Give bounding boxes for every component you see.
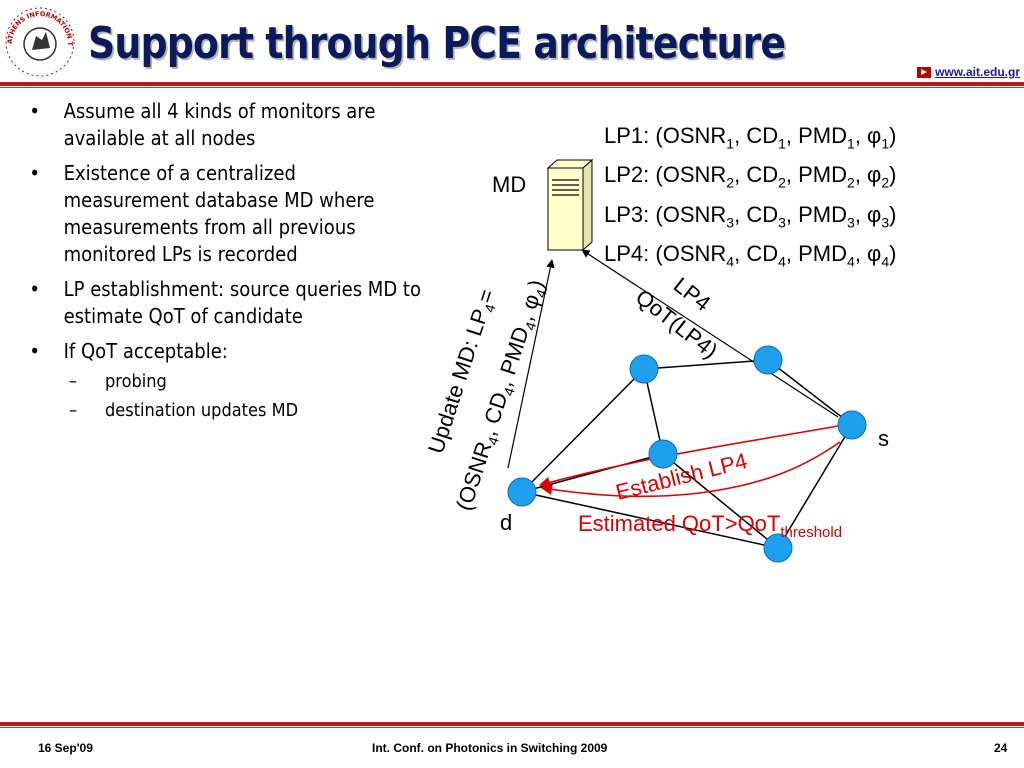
node <box>648 439 678 469</box>
establish-path <box>538 424 845 488</box>
lp-row: LP1: (OSNR1, CD1, PMD1, φ1) <box>604 123 897 152</box>
lightpath-measurements: LP1: (OSNR1, CD1, PMD1, φ1) LP2: (OSNR2,… <box>604 120 896 278</box>
lp-row: LP3: (OSNR3, CD3, PMD3, φ3) <box>604 201 897 231</box>
bullet-text: Assume all 4 kinds of monitors are avail… <box>63 99 376 150</box>
sub-bullet-text: destination updates MD <box>105 400 299 421</box>
sub-bullet-list: probing destination updates MD <box>64 367 425 425</box>
footer-date: 16 Sep'09 <box>38 741 93 755</box>
network-links <box>521 359 853 549</box>
footer-rule-thin <box>0 727 1024 728</box>
md-label: MD <box>492 172 526 197</box>
header-rule-thin <box>0 87 1024 88</box>
qot-estimate-label: Estimated QoT>QoTthreshold <box>578 511 842 541</box>
node <box>629 354 659 384</box>
bullet-item: Assume all 4 kinds of monitors are avail… <box>24 98 425 152</box>
bullet-text: If QoT acceptable: <box>63 339 228 363</box>
bullet-item: If QoT acceptable: probing destination u… <box>24 338 425 425</box>
bullet-list: Assume all 4 kinds of monitors are avail… <box>24 98 425 433</box>
bullet-text: LP establishment: source queries MD to e… <box>63 277 421 328</box>
bullet-item: Existence of a centralized measurement d… <box>24 160 425 268</box>
destination-label: d <box>500 510 512 535</box>
sub-bullet-text: probing <box>105 371 167 392</box>
establish-path-curve <box>540 441 841 498</box>
sub-bullet-item: probing <box>64 367 425 396</box>
query-arrow <box>581 249 839 418</box>
update-arrow <box>507 259 555 469</box>
footer-conference: Int. Conf. on Photonics in Switching 200… <box>372 741 608 755</box>
network-nodes <box>507 345 867 563</box>
source-label: s <box>878 426 889 451</box>
footer-rule <box>0 722 1024 726</box>
establish-label: Establish LP4 <box>613 448 750 505</box>
sub-bullet-item: destination updates MD <box>64 396 425 425</box>
header-rule <box>0 82 1024 86</box>
site-url[interactable]: www.ait.edu.gr <box>935 65 1020 79</box>
page-title: Support through PCE architecture <box>88 18 786 69</box>
source-node <box>837 410 867 440</box>
bullet-text: Existence of a centralized measurement d… <box>63 161 375 266</box>
md-server-icon <box>546 158 594 252</box>
bullet-item: LP establishment: source queries MD to e… <box>24 276 425 330</box>
node <box>763 533 793 563</box>
site-link[interactable]: www.ait.edu.gr <box>917 65 1020 79</box>
lp-row: LP2: (OSNR2, CD2, PMD2, φ2) <box>604 162 897 191</box>
destination-node <box>507 477 537 507</box>
lp-row: LP4: (OSNR4, CD4, PMD4, φ4) <box>604 241 897 270</box>
page-number: 24 <box>994 741 1008 755</box>
play-arrow-icon <box>917 66 932 78</box>
ait-logo: ATHENS INFORMATION TECHNOLOGY <box>2 2 75 77</box>
node <box>753 345 783 375</box>
